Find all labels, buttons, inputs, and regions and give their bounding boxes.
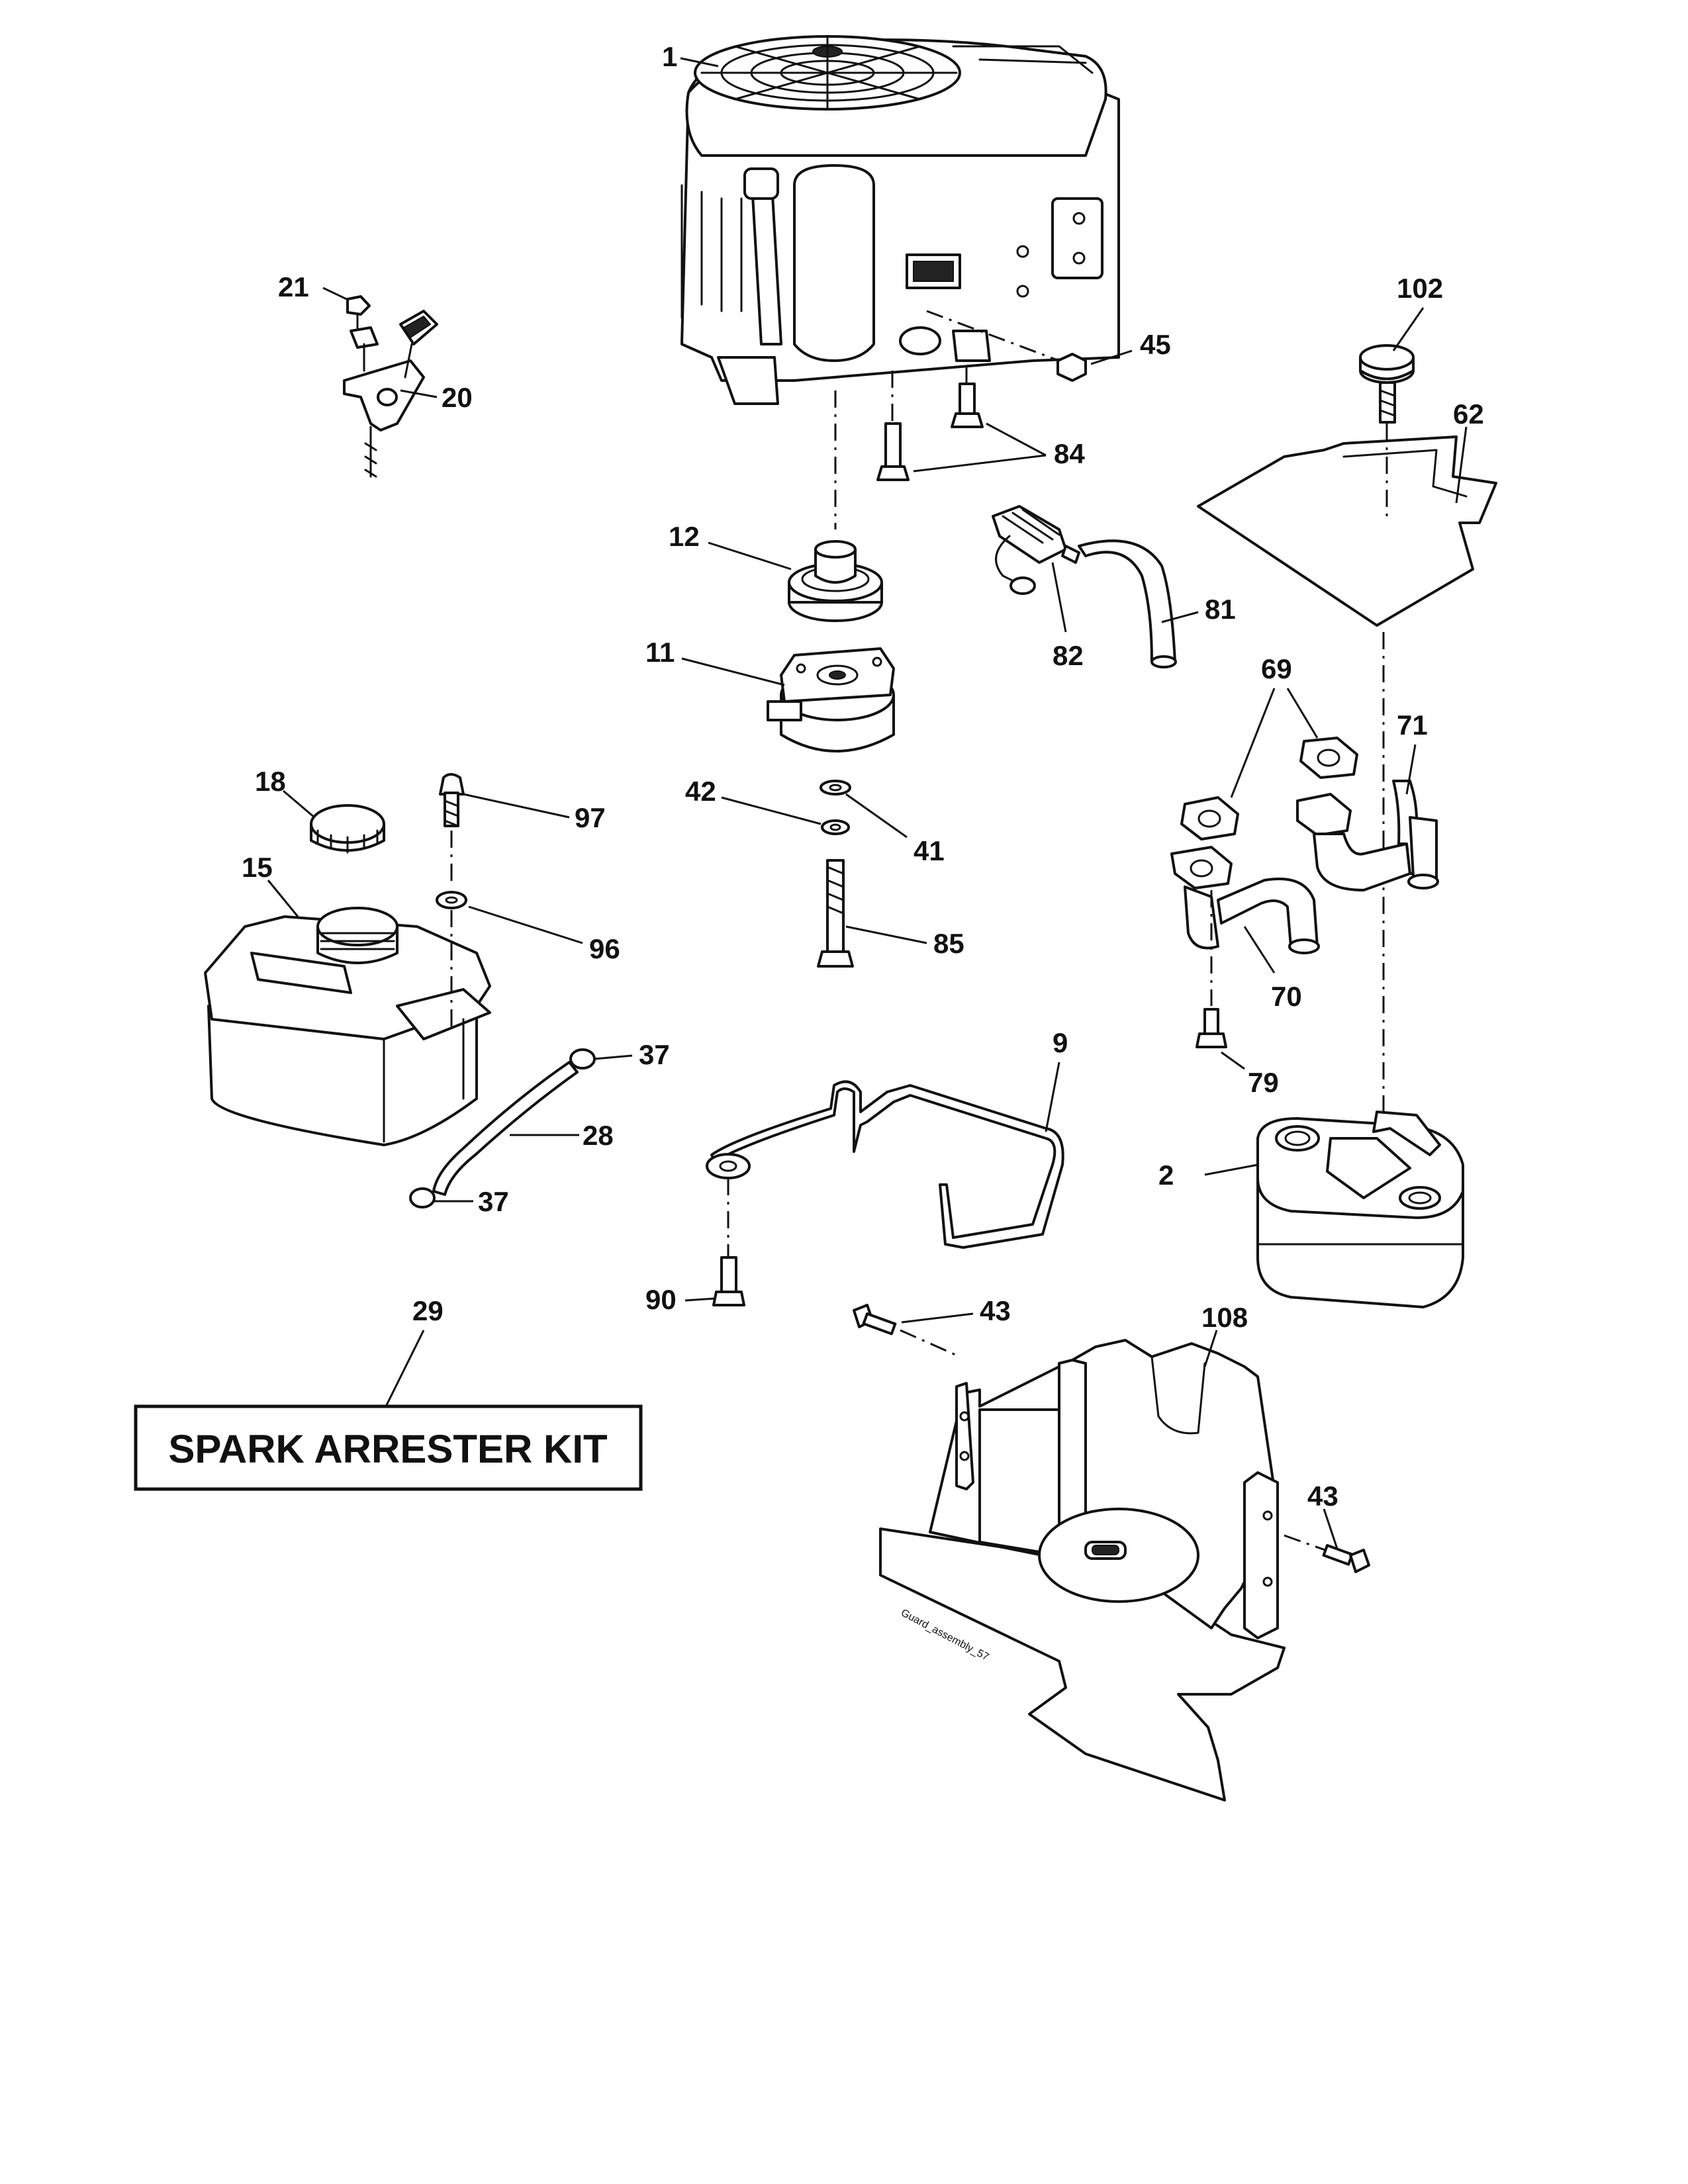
- spark-arrester-kit-box: SPARK ARRESTER KIT: [134, 1404, 643, 1491]
- fuel-pump-82: [992, 505, 1080, 595]
- bolt-79: [1196, 890, 1227, 1048]
- exhaust-pipe-70: [1170, 846, 1320, 954]
- throttle-control-20: [343, 310, 438, 478]
- fuel-line-28: [409, 1048, 596, 1208]
- callout-85: 85: [933, 928, 964, 959]
- callout-90: 90: [645, 1284, 677, 1315]
- callout-82: 82: [1053, 640, 1084, 671]
- knob-102: [1359, 344, 1415, 424]
- exhaust-pipe-71: [1296, 780, 1439, 891]
- callout-20: 20: [442, 382, 473, 413]
- fuel-hose-81: [1078, 539, 1177, 668]
- spark-arrester-kit-label: SPARK ARRESTER KIT: [168, 1427, 607, 1471]
- callout-79: 79: [1248, 1067, 1279, 1098]
- callout-71: 71: [1397, 709, 1428, 741]
- callout-45: 45: [1140, 329, 1171, 360]
- callout-102: 102: [1397, 273, 1443, 304]
- bolt-85: [817, 859, 854, 968]
- washers-41-42: [820, 780, 851, 835]
- gaskets-69: [1180, 737, 1358, 841]
- bolt-90: [712, 1178, 745, 1306]
- callout-15: 15: [242, 852, 273, 883]
- callout-42: 42: [685, 776, 716, 807]
- bolts-84: [876, 367, 1047, 481]
- callout-1: 1: [662, 41, 677, 72]
- callout-11: 11: [645, 637, 675, 668]
- bolt-43-left: [853, 1304, 974, 1358]
- callout-21: 21: [278, 271, 309, 302]
- callout-18: 18: [255, 766, 286, 797]
- callout-84: 84: [1054, 438, 1085, 469]
- heat-shield-62: [1197, 424, 1497, 627]
- callout-43-right: 43: [1307, 1480, 1338, 1512]
- fuel-tank-15: [204, 907, 491, 1146]
- nut-45: [926, 310, 1133, 382]
- clutch-11: [767, 647, 895, 752]
- callout-28: 28: [583, 1120, 614, 1151]
- callout-37-top: 37: [639, 1039, 670, 1070]
- bolt-43-right: [1284, 1508, 1370, 1573]
- callout-97: 97: [575, 802, 606, 833]
- callout-2: 2: [1158, 1160, 1174, 1191]
- callout-62: 62: [1453, 398, 1484, 430]
- callout-43-left: 43: [980, 1295, 1011, 1326]
- callout-81: 81: [1205, 594, 1236, 625]
- callout-29: 29: [412, 1295, 444, 1326]
- callout-108: 108: [1201, 1302, 1248, 1333]
- callout-9: 9: [1053, 1027, 1068, 1058]
- callout-69: 69: [1261, 653, 1292, 684]
- callout-37-bottom: 37: [478, 1186, 509, 1217]
- callout-96: 96: [589, 933, 620, 964]
- screw-97-washer-96: [436, 773, 467, 1032]
- guard-assembly-108: Guard_assembly_57: [879, 1339, 1286, 1801]
- muffler-2: [1256, 1111, 1464, 1308]
- pulley-12: [788, 540, 883, 622]
- engine-assembly: [680, 35, 1120, 405]
- control-rod-9: [706, 1080, 1064, 1249]
- callout-70: 70: [1271, 981, 1302, 1012]
- callout-41: 41: [914, 835, 945, 866]
- fuel-cap-18: [310, 804, 385, 854]
- callout-12: 12: [669, 521, 700, 552]
